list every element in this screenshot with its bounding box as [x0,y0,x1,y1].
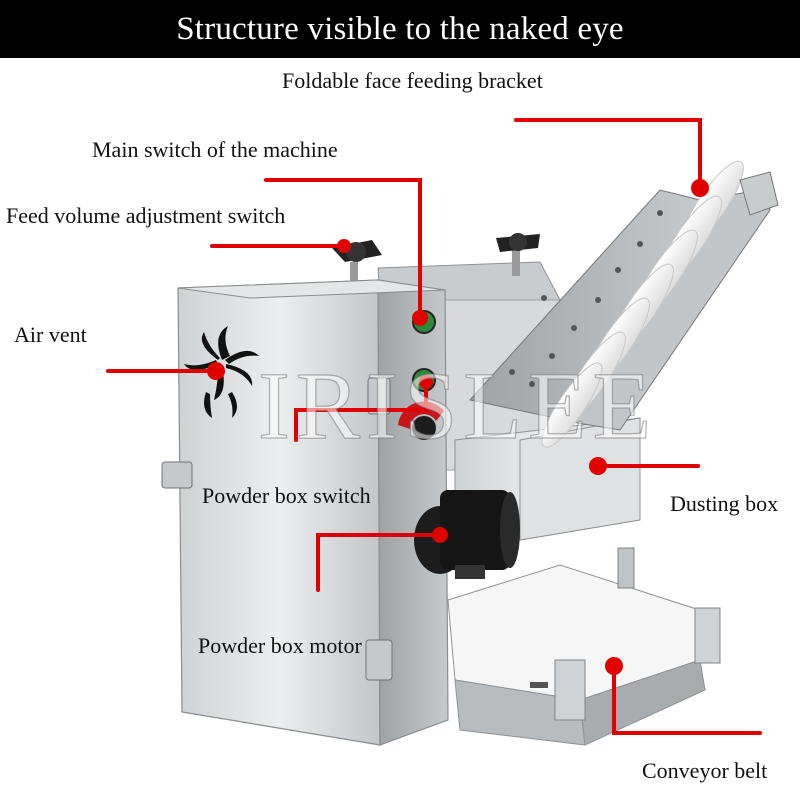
label-powder-box-switch: Powder box switch [202,483,371,508]
label-feed-volume-switch: Feed volume adjustment switch [6,203,286,228]
label-air-vent: Air vent [14,322,87,347]
label-powder-box-motor: Powder box motor [198,633,362,658]
feeding-bracket [469,160,779,448]
label-dusting-box: Dusting box [670,491,779,516]
title-banner: Structure visible to the naked eye [0,0,800,58]
callout-line-powder-box-motor [316,533,440,592]
callout-line-conveyor-belt [612,664,762,735]
callout-dots [207,179,709,675]
air-vent-icon [184,326,259,418]
callout-lines [106,118,762,735]
watermark: IRISLEE [257,351,658,459]
label-conveyor-belt: Conveyor belt [642,758,768,783]
label-feeding-bracket: Foldable face feeding bracket [282,68,543,93]
label-main-switch: Main switch of the machine [92,137,338,162]
callout-line-powder-box-switch [294,380,428,442]
main-cabinet [161,279,449,746]
callout-line-feeding-bracket [514,118,702,190]
top-knobs [332,233,540,290]
callout-line-main-switch [264,178,422,320]
conveyor-belt [447,564,721,746]
banner-title: Structure visible to the naked eye [176,10,624,47]
